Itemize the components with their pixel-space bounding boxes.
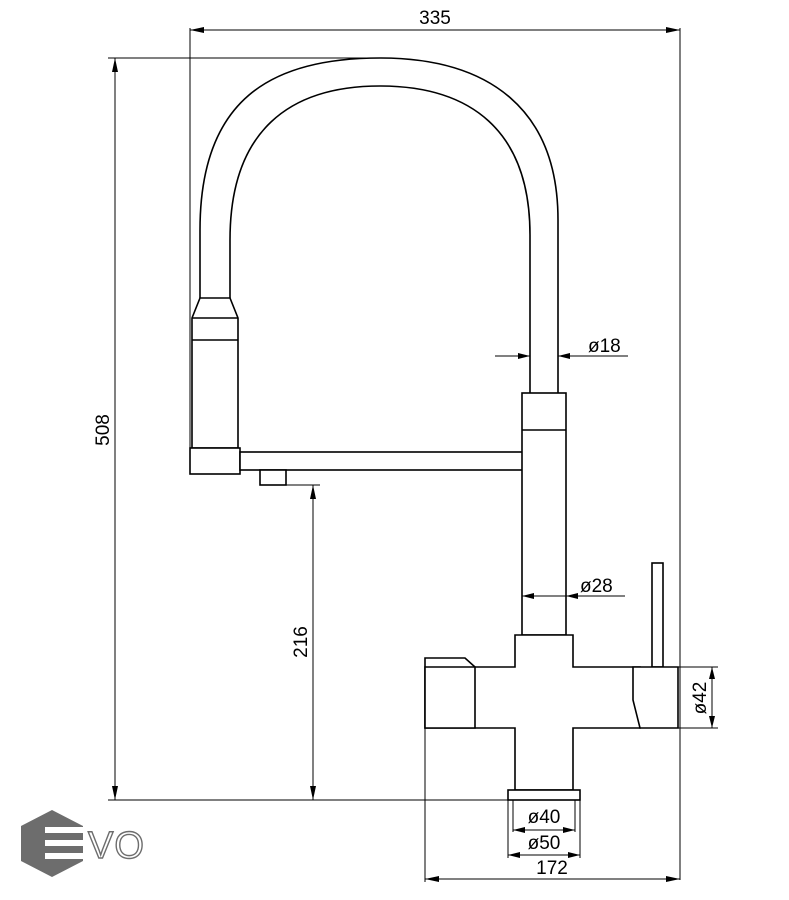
spout-arm (239, 451, 524, 486)
spout-tube-diameter-label: ø18 (588, 336, 621, 357)
faucet-body (424, 634, 641, 801)
dimension-overall-height: 508 (93, 57, 512, 801)
body-column (521, 392, 567, 636)
dimension-base: ø40 ø50 172 (424, 728, 680, 882)
logo-text: VO (88, 825, 145, 867)
outlet-outer-diameter-label: ø50 (528, 833, 561, 854)
dimension-spout-tube-diameter: ø18 (495, 336, 628, 359)
overall-width-label: 335 (419, 8, 451, 29)
lever-handle (632, 562, 679, 729)
dimension-body-diameter: ø28 (522, 576, 625, 599)
base-width-label: 172 (536, 858, 568, 879)
overall-height-label: 508 (93, 414, 114, 446)
flexible-spout-hose (199, 57, 559, 393)
spout-clearance-label: 216 (291, 626, 312, 658)
spray-head (189, 297, 241, 475)
handle-diameter-label: ø42 (690, 682, 711, 715)
body-diameter-label: ø28 (580, 576, 613, 597)
dimension-spout-clearance: 216 (285, 484, 320, 800)
dimension-handle-diameter: ø42 (678, 666, 718, 729)
outlet-inner-diameter-label: ø40 (528, 807, 561, 828)
dimension-overall-width: 335 (189, 8, 681, 880)
evo-logo: VO (21, 810, 145, 877)
